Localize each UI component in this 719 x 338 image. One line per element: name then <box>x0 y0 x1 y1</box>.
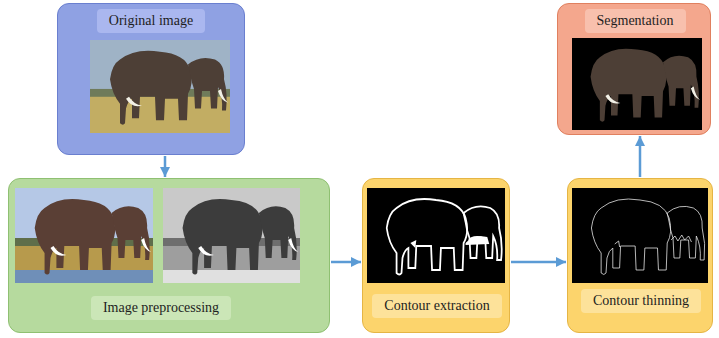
enhanced-photo <box>15 188 153 283</box>
flow-arrow <box>511 261 566 264</box>
stage-label: Original image <box>97 9 205 33</box>
thinned-contour-image <box>572 188 708 283</box>
contour-image <box>367 188 505 283</box>
process-box: Contour extraction <box>362 178 510 333</box>
stage-label: Image preprocessing <box>91 296 231 320</box>
preprocessing-box: Image preprocessing <box>8 178 330 333</box>
flow-arrow <box>639 136 642 177</box>
stage-label: Segmentation <box>585 9 686 33</box>
flow-arrow <box>331 261 361 264</box>
stage-label: Contour thinning <box>581 289 701 313</box>
output-box: Segmentation <box>557 3 711 135</box>
flow-arrow <box>164 156 167 177</box>
stage-label: Contour extraction <box>372 294 501 318</box>
grayscale-photo <box>163 188 300 283</box>
process-box: Contour thinning <box>567 178 713 333</box>
input-box: Original image <box>57 3 245 155</box>
elephant-photo <box>90 40 230 133</box>
segmented-image <box>572 38 702 130</box>
